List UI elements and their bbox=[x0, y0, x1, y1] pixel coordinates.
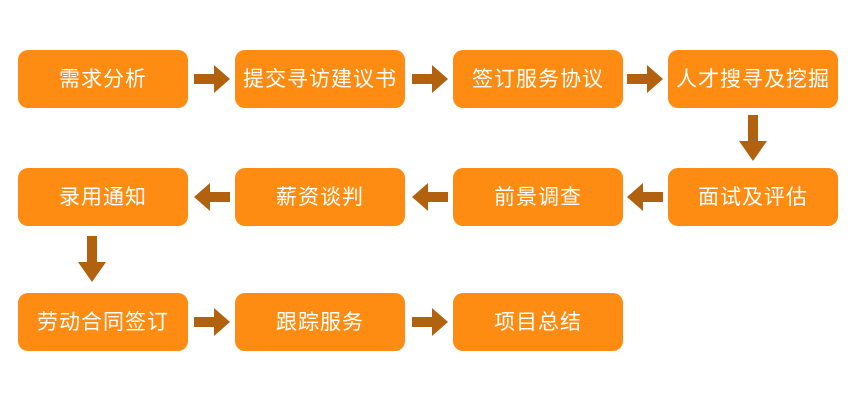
arrow-right-icon bbox=[412, 65, 448, 93]
arrow-left-icon bbox=[194, 183, 230, 211]
arrow-down-icon bbox=[78, 236, 106, 282]
step-follow-up-service: 跟踪服务 bbox=[235, 293, 405, 351]
arrow-right-icon bbox=[194, 308, 230, 336]
step-project-summary: 项目总结 bbox=[453, 293, 623, 351]
step-background-investigation: 前景调查 bbox=[453, 168, 623, 226]
step-requirements-analysis: 需求分析 bbox=[18, 50, 188, 108]
step-sign-service-agreement: 签订服务协议 bbox=[453, 50, 623, 108]
step-offer-notice: 录用通知 bbox=[18, 168, 188, 226]
arrow-right-icon bbox=[412, 308, 448, 336]
arrow-right-icon bbox=[627, 65, 663, 93]
step-submit-search-proposal: 提交寻访建议书 bbox=[235, 50, 405, 108]
step-interview-evaluation: 面试及评估 bbox=[668, 168, 838, 226]
step-talent-search-mining: 人才搜寻及挖掘 bbox=[668, 50, 838, 108]
arrow-down-icon bbox=[739, 115, 767, 161]
arrow-left-icon bbox=[627, 183, 663, 211]
arrow-right-icon bbox=[194, 65, 230, 93]
step-salary-negotiation: 薪资谈判 bbox=[235, 168, 405, 226]
arrow-left-icon bbox=[412, 183, 448, 211]
step-labor-contract-signing: 劳动合同签订 bbox=[18, 293, 188, 351]
